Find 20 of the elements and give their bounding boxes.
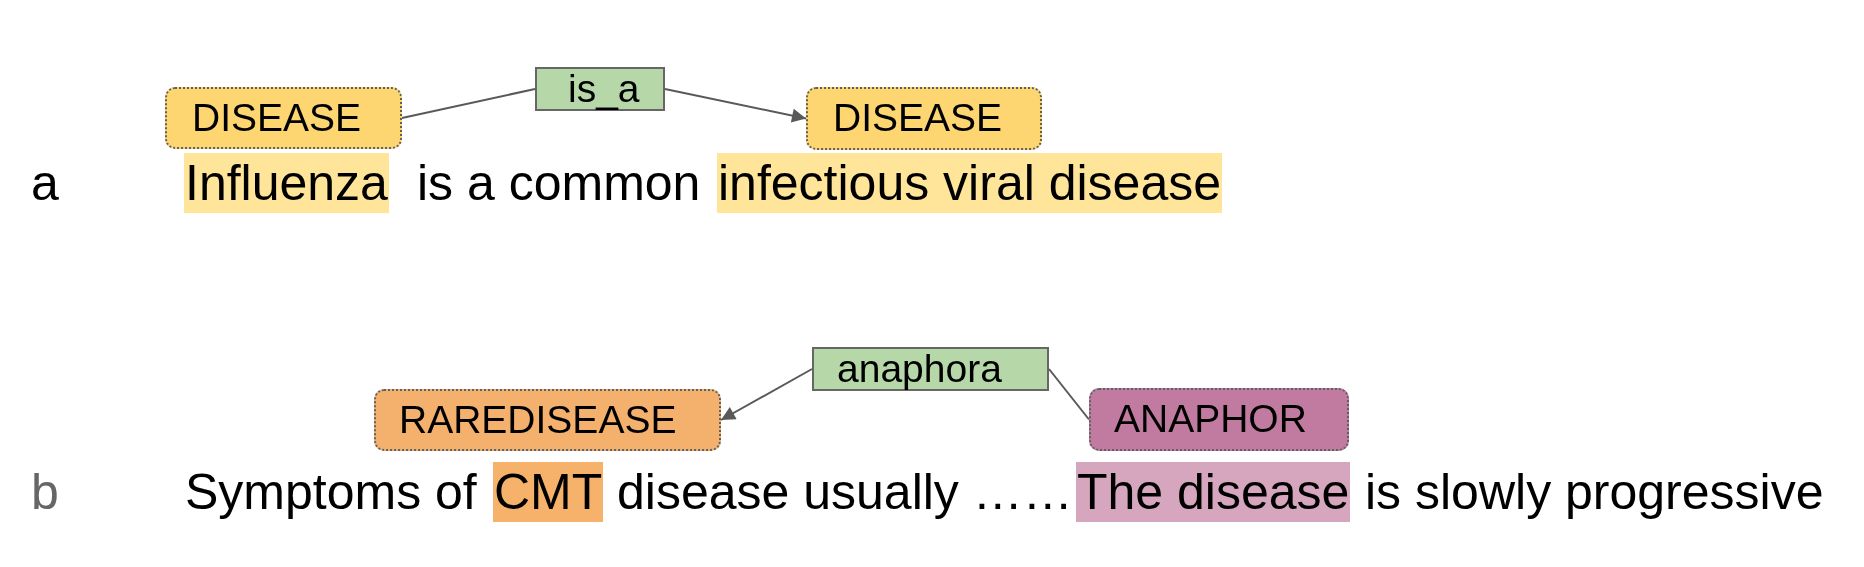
connector-line bbox=[1048, 368, 1090, 421]
sentence-text: is slowly progressive bbox=[1365, 463, 1824, 522]
highlighted-span: infectious viral disease bbox=[717, 153, 1223, 213]
entity-tag: DISEASE bbox=[806, 87, 1042, 150]
panel-letter: b bbox=[31, 463, 59, 522]
sentence-text: Symptoms of bbox=[185, 463, 477, 522]
sentence-text: is a common bbox=[417, 154, 701, 213]
highlighted-span: Influenza bbox=[184, 153, 389, 213]
relation-box: is_a bbox=[535, 67, 665, 111]
relation-box: anaphora bbox=[812, 347, 1049, 391]
arrow bbox=[720, 368, 813, 421]
sentence-text: disease usually …… bbox=[617, 463, 1073, 522]
panel-letter: a bbox=[31, 154, 59, 213]
entity-tag: DISEASE bbox=[165, 87, 402, 149]
highlighted-span: CMT bbox=[493, 462, 604, 522]
arrow bbox=[664, 88, 807, 123]
entity-tag: RAREDISEASE bbox=[374, 389, 721, 451]
entity-tag: ANAPHOR bbox=[1089, 388, 1349, 451]
highlighted-span: The disease bbox=[1076, 462, 1351, 522]
connector-line bbox=[401, 88, 536, 119]
